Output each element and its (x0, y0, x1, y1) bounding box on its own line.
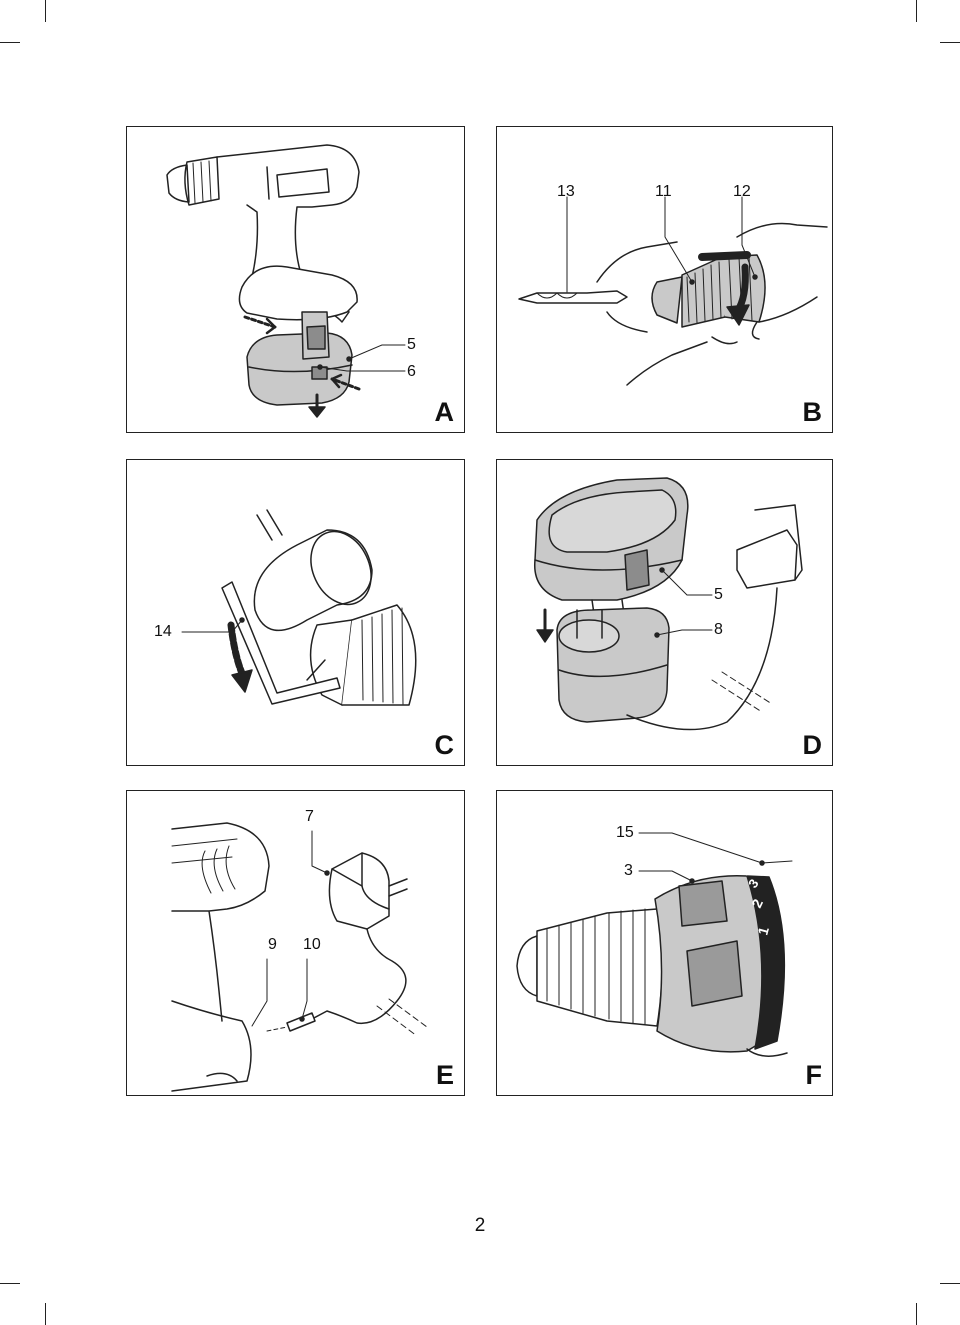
panel-e: 7 9 10 E (126, 790, 465, 1096)
panel-letter: A (434, 397, 455, 427)
crop-mark (0, 42, 20, 43)
callout-14: 14 (154, 623, 172, 640)
callout-10: 10 (303, 936, 321, 953)
chuck-key-removal-illustration (181, 509, 417, 706)
callout-5: 5 (714, 586, 723, 603)
torque-collar-illustration: 1 2 3 4 (516, 832, 793, 1057)
panel-letter: B (802, 397, 823, 427)
crop-mark (940, 42, 960, 43)
callout-6: 6 (407, 363, 416, 380)
panel-f: 1 2 3 4 15 3 F (496, 790, 833, 1096)
callout-3: 3 (624, 862, 633, 879)
callout-9: 9 (268, 936, 277, 953)
crop-mark (916, 1303, 917, 1325)
callout-13: 13 (557, 183, 575, 200)
page-number: 2 (474, 1215, 486, 1236)
panel-letter: E (435, 1060, 454, 1090)
charger-connection-illustration (171, 822, 428, 1092)
battery-removal-illustration (166, 144, 406, 418)
chuck-tightening-illustration (518, 196, 828, 386)
crop-mark (45, 1303, 46, 1325)
panel-c: 14 C (126, 459, 465, 766)
panel-b: 13 11 12 B (496, 126, 833, 433)
callout-5: 5 (407, 336, 416, 353)
crop-mark (940, 1283, 960, 1284)
callout-8: 8 (714, 621, 723, 638)
callout-12: 12 (733, 183, 751, 200)
crop-mark (916, 0, 917, 22)
panel-letter: C (434, 730, 455, 760)
callout-7: 7 (305, 808, 314, 825)
battery-charging-illustration (534, 477, 803, 731)
dial-number-1: 1 (754, 925, 772, 937)
crop-mark (45, 0, 46, 22)
panel-d: 5 8 D (496, 459, 833, 766)
panel-a: 5 6 A (126, 126, 465, 433)
panel-letter: D (802, 730, 823, 760)
callout-11: 11 (655, 183, 672, 200)
crop-mark (0, 1283, 20, 1284)
panel-letter: F (805, 1060, 823, 1090)
callout-15: 15 (616, 824, 634, 841)
